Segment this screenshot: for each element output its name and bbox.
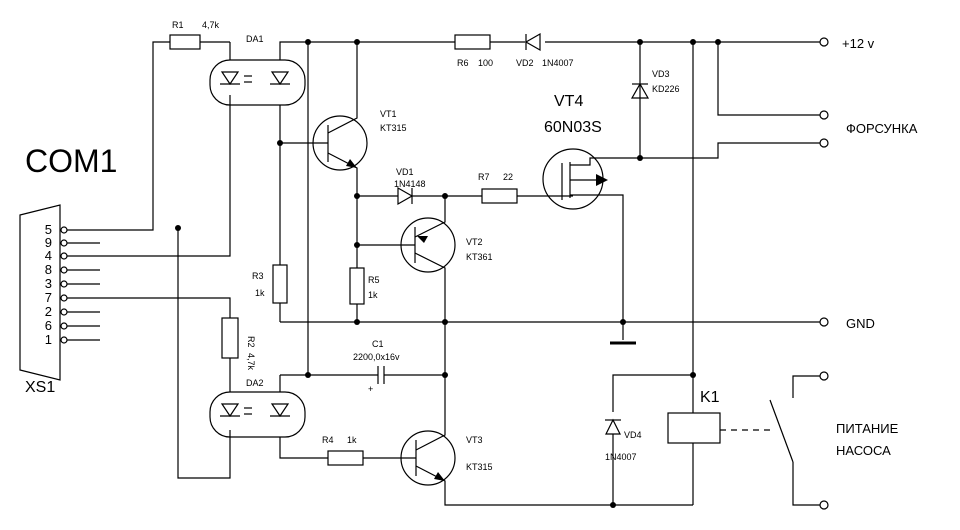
r2-label: R2 <box>246 336 256 348</box>
connector-wiring <box>100 41 231 479</box>
vd2-value: 1N4007 <box>542 58 574 68</box>
pin-label-4: 4 <box>45 248 52 263</box>
vd3-value: KD226 <box>652 84 680 94</box>
r1-label: R1 <box>172 20 184 30</box>
r3-value: 1k <box>255 288 265 298</box>
da1-label: DA1 <box>246 34 264 44</box>
r6-value: 100 <box>478 58 493 68</box>
pump-switch <box>769 375 820 506</box>
optocoupler-da1: DA1 <box>209 34 306 106</box>
vd4-label: VD4 <box>624 430 642 440</box>
vt1-value: KT315 <box>380 123 407 133</box>
r4-value: 1k <box>347 435 357 445</box>
vt1-label: VT1 <box>380 109 397 119</box>
pin-label-1: 1 <box>45 332 52 347</box>
vt2-value: KT361 <box>466 252 493 262</box>
terminal-pump-1 <box>819 371 829 381</box>
resistor-r7: R7 22 <box>478 172 573 204</box>
terminal-injector-2 <box>819 138 829 148</box>
com1-connector: 5 9 4 8 3 7 2 6 1 COM1 XS1 <box>19 143 117 396</box>
r5-label: R5 <box>368 275 380 285</box>
transistor-vt2: VT2 KT361 <box>357 196 493 322</box>
injector-wiring <box>640 42 820 400</box>
resistor-r1: R1 4,7k <box>169 20 231 60</box>
capacitor-c1: C1 2200,0x16v + <box>350 339 400 394</box>
pin-label-7: 7 <box>45 290 52 305</box>
r2-value: 4,7k <box>246 353 256 371</box>
optocoupler-da2: DA2 <box>209 378 306 438</box>
terminal-12v <box>819 37 829 47</box>
vt2-label: VT2 <box>466 237 483 247</box>
com1-label: COM1 <box>25 143 117 179</box>
transistor-vt1: VT1 KT315 <box>280 42 407 196</box>
diode-vd3: VD3 KD226 <box>630 69 680 99</box>
vt4-value: 60N03S <box>544 119 602 136</box>
xs1-label: XS1 <box>25 379 55 396</box>
ground-symbol <box>610 322 636 345</box>
vd4-value: 1N4007 <box>605 452 637 462</box>
r7-label: R7 <box>478 172 490 182</box>
pin-label-2: 2 <box>45 304 52 319</box>
pin-label-5: 5 <box>45 222 52 237</box>
label-injector: ФОРСУНКА <box>846 121 918 136</box>
diode-vd1: VD1 1N4148 <box>354 167 482 206</box>
resistor-r6: R6 100 <box>454 34 493 68</box>
c1-value: 2200,0x16v <box>353 352 400 362</box>
pin-label-6: 6 <box>45 318 52 333</box>
terminal-pump-2 <box>819 500 829 510</box>
connector-body <box>19 204 61 381</box>
r3-label: R3 <box>252 271 264 281</box>
vd2-label: VD2 <box>516 58 534 68</box>
resistor-r4: R4 1k <box>279 435 416 466</box>
vd3-label: VD3 <box>652 69 670 79</box>
transistor-vt3: VT3 KT315 <box>400 322 693 506</box>
resistor-r3: R3 1k <box>252 264 288 304</box>
terminal-injector-1 <box>819 110 829 120</box>
diode-vd2: VD2 1N4007 <box>516 32 574 68</box>
label-pump-2: НАСОСА <box>836 443 891 458</box>
vd1-label: VD1 <box>396 167 414 177</box>
output-terminals: +12 v ФОРСУНКА GND ПИТАНИЕ НАСОСА <box>819 36 918 510</box>
pin-label-3: 3 <box>45 276 52 291</box>
vt4-label: VT4 <box>554 93 583 110</box>
r1-value: 4,7k <box>202 20 220 30</box>
terminal-gnd <box>819 317 829 327</box>
r5-value: 1k <box>368 290 378 300</box>
pin-label-8: 8 <box>45 262 52 277</box>
da2-label: DA2 <box>246 378 264 388</box>
r7-value: 22 <box>503 172 513 182</box>
r6-label: R6 <box>457 58 469 68</box>
label-pump-1: ПИТАНИЕ <box>836 421 899 436</box>
vt3-value: KT315 <box>466 462 493 472</box>
pin-label-9: 9 <box>45 235 52 250</box>
resistor-r2: R2 4,7k <box>221 317 256 371</box>
r4-label: R4 <box>322 435 334 445</box>
label-gnd: GND <box>846 316 875 331</box>
c1-polarity: + <box>368 384 373 394</box>
relay-k1: K1 VD4 1N4007 <box>605 374 775 508</box>
resistor-r5: R5 1k <box>349 196 380 322</box>
k1-label: K1 <box>700 389 720 406</box>
c1-label: C1 <box>372 339 384 349</box>
label-12v: +12 v <box>842 36 875 51</box>
vt3-label: VT3 <box>466 435 483 445</box>
power-rails <box>277 39 820 392</box>
transistor-vt4: VT4 60N03S <box>542 42 643 322</box>
vd1-value: 1N4148 <box>394 179 426 189</box>
